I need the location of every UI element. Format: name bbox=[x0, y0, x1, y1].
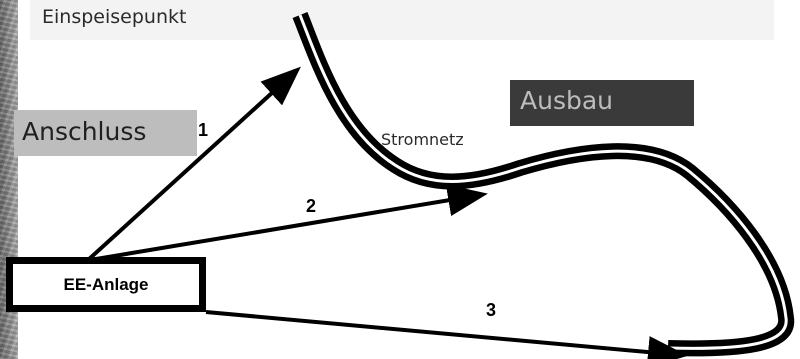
arrow-1-number: 1 bbox=[198, 120, 209, 140]
arrow-3-number: 3 bbox=[486, 300, 497, 320]
arrow-1 bbox=[86, 66, 301, 262]
arrow-2 bbox=[89, 184, 488, 262]
arrow-3 bbox=[205, 310, 688, 359]
ee-anlage-box: EE-Anlage bbox=[6, 257, 206, 312]
ausbau-box bbox=[510, 80, 694, 126]
stromnetz-line bbox=[292, 12, 795, 357]
top-banner bbox=[30, 0, 774, 40]
stromnetz-label: Stromnetz bbox=[381, 130, 464, 149]
anschluss-label: Anschluss bbox=[22, 117, 147, 146]
anschluss-box bbox=[14, 110, 197, 156]
ausbau-label: Ausbau bbox=[520, 86, 614, 115]
ee-anlage-label: EE-Anlage bbox=[63, 274, 149, 294]
einspeisepunkt-label: Einspeisepunkt bbox=[42, 6, 187, 28]
arrow-2-number: 2 bbox=[306, 196, 317, 216]
